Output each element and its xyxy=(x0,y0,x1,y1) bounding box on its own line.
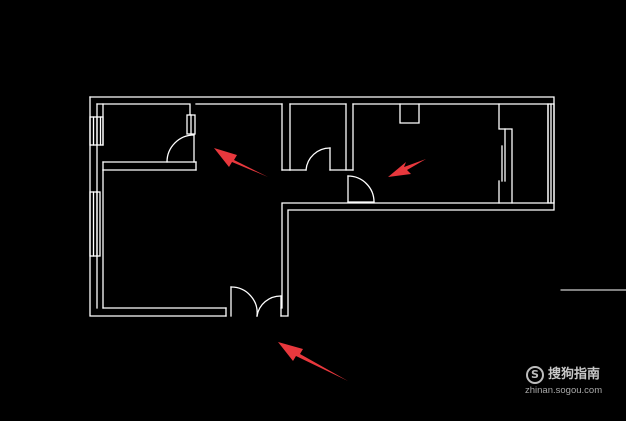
sogou-logo-icon: S xyxy=(526,366,544,384)
floor-plan xyxy=(89,96,626,317)
arrow-lower xyxy=(278,342,348,381)
watermark-title: 搜狗指南 xyxy=(548,367,601,382)
watermark-url: zhinan.sogou.com xyxy=(525,385,603,396)
left-window-upper xyxy=(89,116,104,146)
top-wall-notch xyxy=(399,103,420,124)
right-room xyxy=(498,103,555,204)
left-window-lower xyxy=(89,191,101,257)
annotation-arrows xyxy=(214,148,426,381)
arrow-upper-left xyxy=(214,148,268,177)
entrance-double-door xyxy=(225,286,282,317)
corridor-door xyxy=(347,175,375,203)
bathroom xyxy=(305,103,354,171)
watermark: S 搜狗指南 zhinan.sogou.com xyxy=(522,364,622,404)
arrow-middle xyxy=(388,159,426,177)
outer-wall xyxy=(89,96,555,317)
small-room-top-left xyxy=(102,103,197,309)
central-partition xyxy=(281,103,307,171)
